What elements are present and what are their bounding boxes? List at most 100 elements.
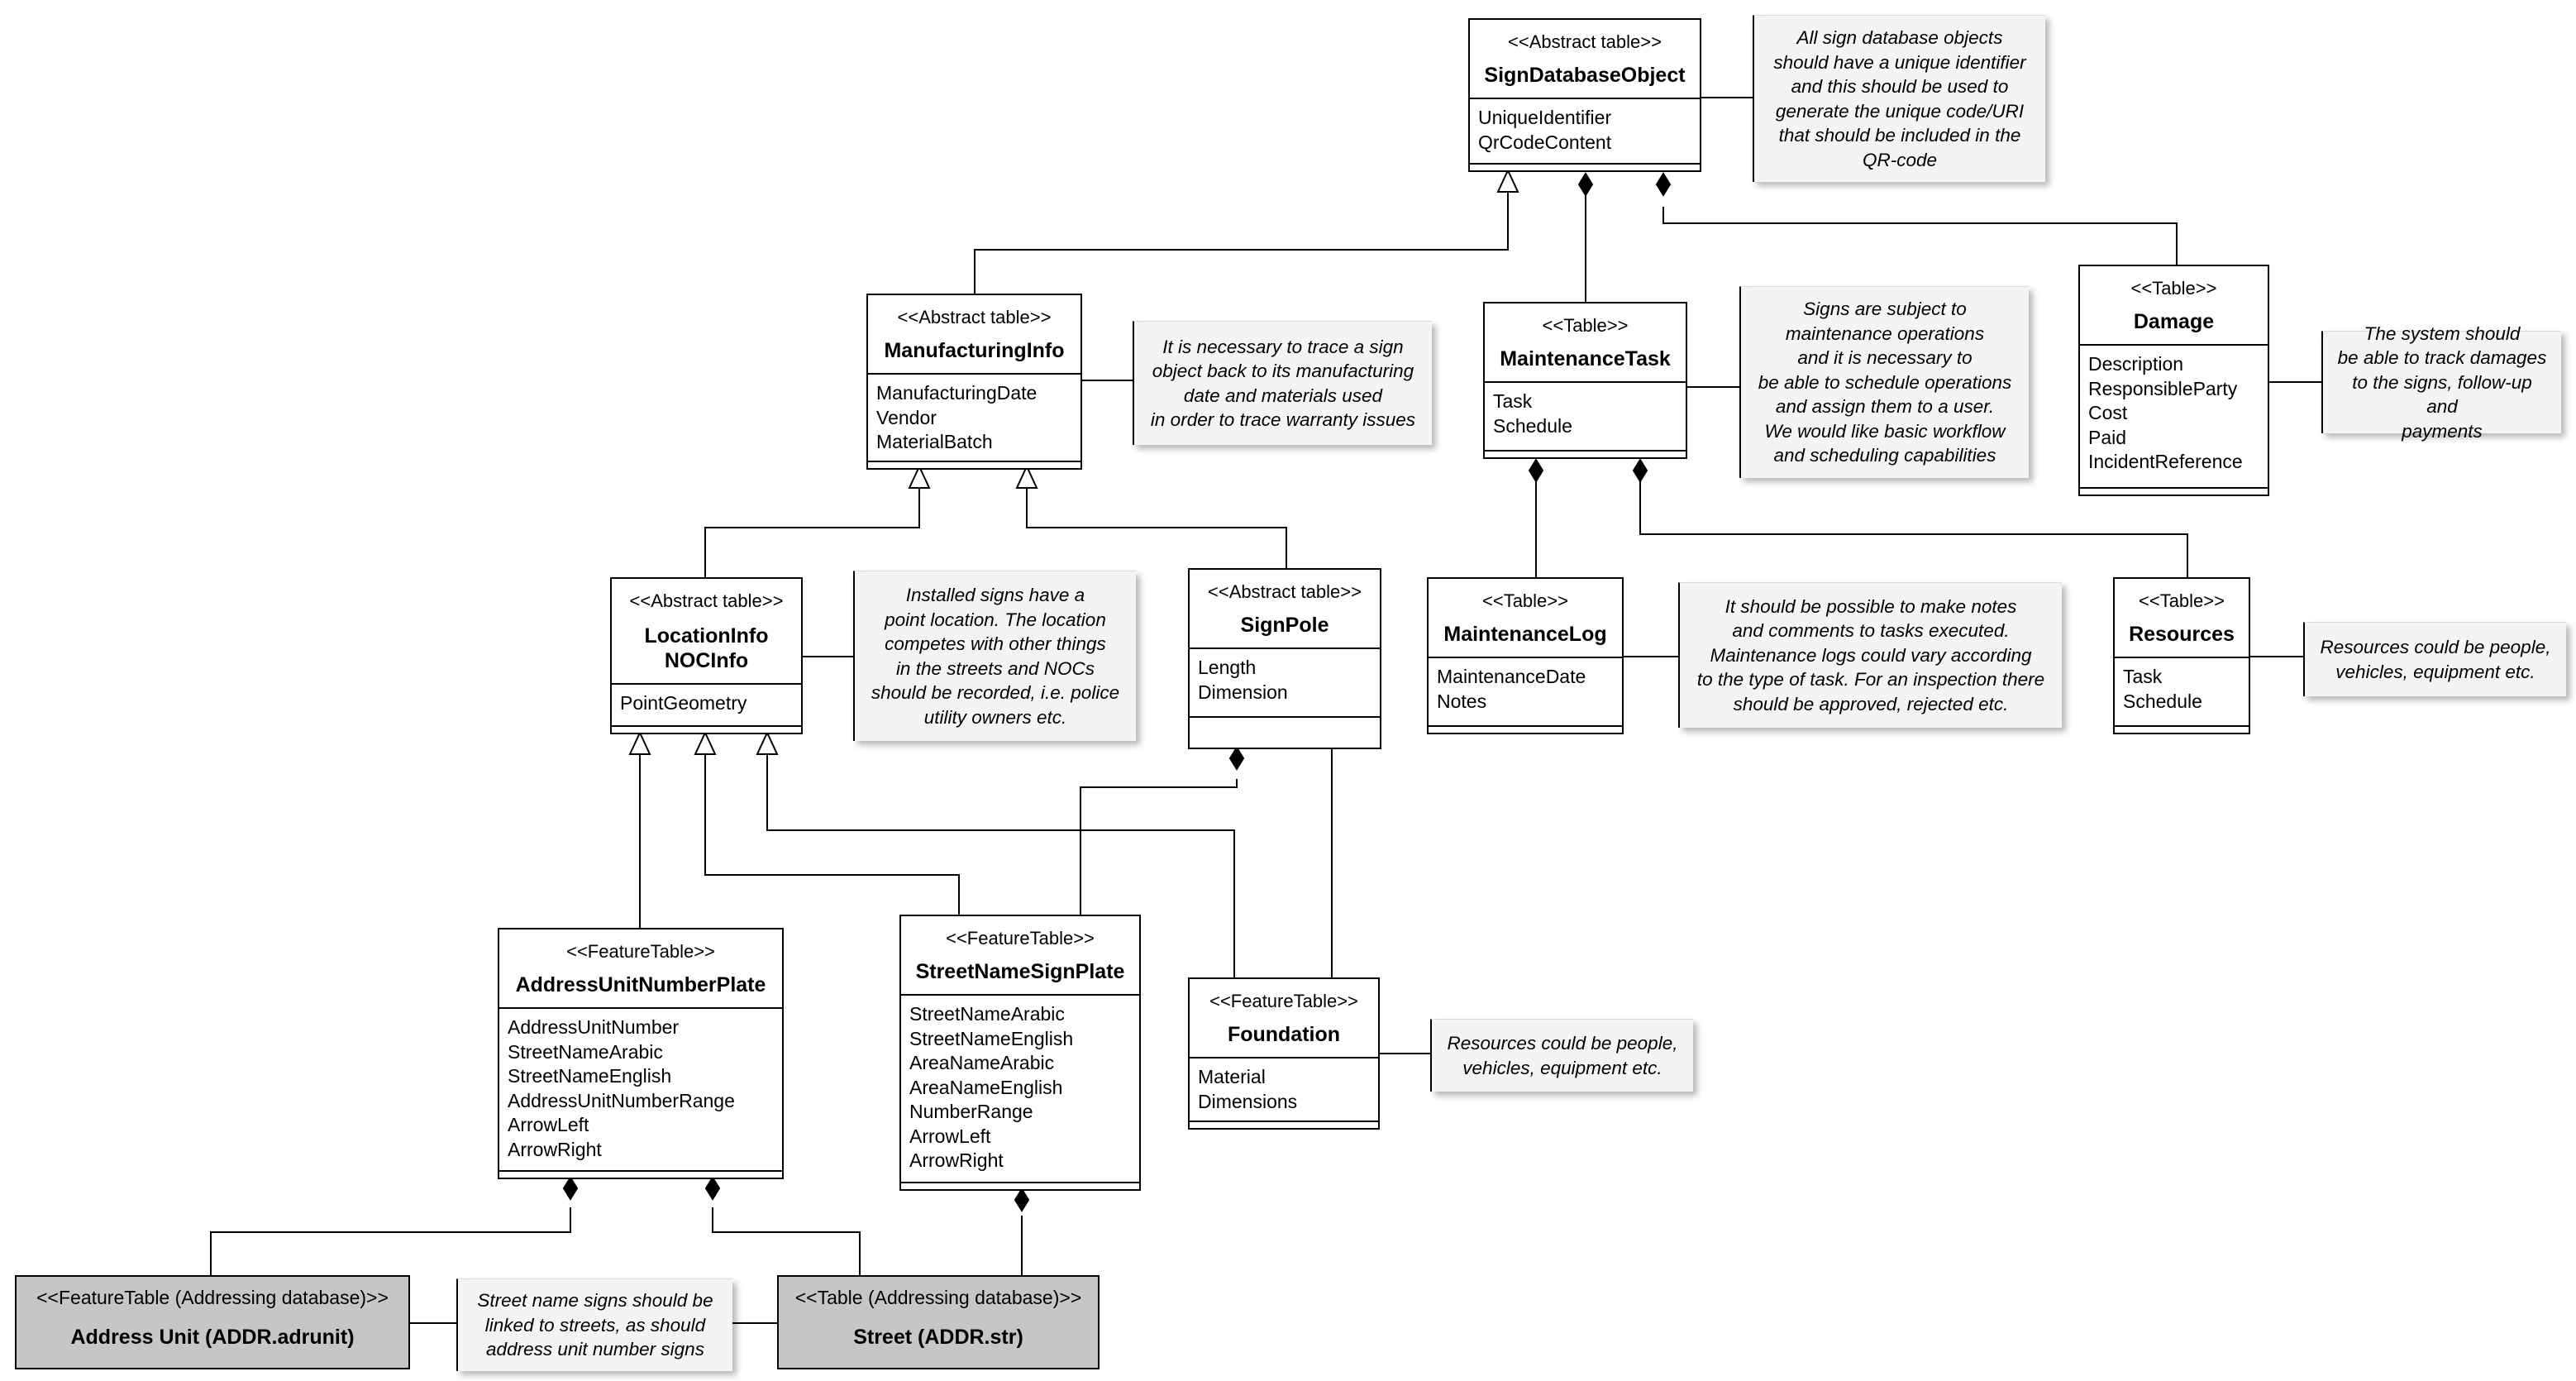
note-line: utility owners etc. [923,706,1067,728]
generalization-arrowhead [1015,464,1038,489]
attribute: IncidentReference [2088,451,2243,472]
class-maintenance-task[interactable]: <<Table>> MaintenanceTask Task Schedule [1483,302,1687,459]
note-sign-database-object: All sign database objects should have a … [1753,15,2045,182]
composition-diamond [1228,746,1245,771]
note-line: payments [2402,420,2483,442]
operations-compartment [1470,163,1700,170]
attribute-list: AddressUnitNumber StreetNameArabic Stree… [499,1009,782,1170]
class-name: Street (ADDR.str) [853,1326,1023,1349]
class-name: ManufacturingInfo [884,339,1065,362]
attribute: PointGeometry [620,692,747,714]
note-line: and comments to tasks executed. [1732,620,2010,642]
stereotype-label: <<Table>> [2139,590,2225,611]
attribute: StreetNameArabic [508,1040,663,1063]
note-line: Installed signs have a [905,585,1085,605]
attribute: ManufacturingDate [876,382,1038,404]
attribute: Description [2088,353,2184,375]
note-line: object back to its manufacturing [1152,361,1414,381]
class-header: <<Table (Addressing database)>> Street (… [779,1277,1098,1359]
generalization-arrowhead [908,464,931,489]
class-header: <<Abstract table>> SignDatabaseObject [1470,20,1700,99]
attribute: StreetNameEnglish [508,1065,672,1087]
note-line: should have a unique identifier [1773,51,2026,73]
note-line: Maintenance logs could vary according [1710,644,2032,666]
operations-compartment [612,725,801,733]
note-line: Street name signs should be [477,1290,713,1312]
class-name: MaintenanceTask [1500,347,1671,370]
class-address-unit-number-plate[interactable]: <<FeatureTable>> AddressUnitNumberPlate … [498,928,784,1179]
class-name: SignPole [1240,614,1329,637]
attribute: ArrowLeft [508,1114,589,1135]
class-manufacturing-info[interactable]: <<Abstract table>> ManufacturingInfo Man… [866,294,1082,470]
class-header: <<Table>> Damage [2080,266,2268,346]
note-line: and it is necessary to [1797,347,1973,369]
class-name: MaintenanceLog [1443,623,1607,646]
class-name: Foundation [1227,1023,1341,1046]
operations-compartment [2115,725,2249,733]
note-line: QR-code [1862,149,1938,170]
class-header: <<Table>> Resources [2115,579,2249,658]
composition-diamond [1014,1187,1030,1212]
class-street-name-sign-plate[interactable]: <<FeatureTable>> StreetNameSignPlate Str… [899,915,1141,1191]
attribute: AreaNameEnglish [909,1076,1063,1098]
operations-compartment [499,1170,782,1178]
note-maintenance-task: Signs are subject to maintenance operati… [1739,286,2029,478]
attribute-list: Task Schedule [1485,383,1686,447]
class-sign-pole[interactable]: <<Abstract table>> SignPole Length Dimen… [1188,568,1381,749]
note-line: vehicles, equipment etc. [2335,661,2535,682]
note-damage: The system should be able to track damag… [2321,323,2561,442]
attribute: Paid [2088,426,2127,448]
generalization-arrowhead [628,730,651,755]
composition-maintenancetask-resources [1639,481,2188,579]
composition-diamond [1632,458,1648,483]
class-maintenance-log[interactable]: <<Table>> MaintenanceLog MaintenanceDate… [1427,577,1624,734]
class-name: Damage [2133,310,2215,333]
note-line: All sign database objects [1796,27,2003,48]
class-sign-database-object[interactable]: <<Abstract table>> SignDatabaseObject Un… [1468,18,1701,172]
class-name: Resources [2129,623,2235,646]
class-resources[interactable]: <<Table>> Resources Task Schedule [2113,577,2250,734]
attribute: Schedule [1493,414,1572,437]
note-line: to the type of task. For an inspection t… [1696,669,2045,690]
composition-diamond [1528,458,1544,483]
class-damage[interactable]: <<Table>> Damage Description Responsible… [2078,265,2269,496]
attribute-list: ManufacturingDate Vendor MaterialBatch [868,375,1080,463]
generalization-arrowhead [1496,168,1519,193]
generalization-arrowhead [694,730,717,755]
class-location-info[interactable]: <<Abstract table>> LocationInfo NOCInfo … [610,577,803,734]
note-line: that should be included in the [1778,125,2021,146]
attribute: Schedule [2123,690,2202,712]
operations-compartment [868,461,1080,468]
stereotype-label: <<Abstract table>> [897,307,1052,327]
operations-compartment [1190,716,1380,748]
class-foundation[interactable]: <<FeatureTable>> Foundation Material Dim… [1188,977,1380,1130]
stereotype-label: <<Abstract table>> [629,590,784,611]
note-line: Resources could be people, [1447,1033,1678,1054]
note-maintenance-log: It should be possible to make notes and … [1678,582,2062,728]
attribute-list: Length Dimension [1190,649,1380,713]
generalization-streetnamesignplate-locationinfo [704,754,960,916]
attribute: MaterialBatch [876,431,993,452]
stereotype-label: <<Abstract table>> [1508,31,1662,52]
note-line: linked to streets, as should [484,1314,706,1336]
class-address-unit-external[interactable]: <<FeatureTable (Addressing database)>> A… [15,1275,410,1369]
operations-compartment [1485,450,1686,457]
stereotype-label: <<Table>> [1542,315,1629,336]
attribute: ArrowRight [508,1138,602,1160]
note-line: We would like basic workflow [1764,420,2006,442]
attribute: NumberRange [909,1101,1033,1122]
note-line: It should be possible to make notes [1724,595,2017,617]
attribute: ArrowRight [909,1149,1004,1171]
class-name: SignDatabaseObject [1484,64,1686,87]
class-name: Address Unit (ADDR.adrunit) [70,1326,355,1349]
stereotype-label: <<Abstract table>> [1208,581,1362,602]
composition-diamond [1577,172,1594,197]
attribute: Notes [1437,690,1487,712]
attribute: Material [1198,1066,1266,1087]
attribute: ArrowLeft [909,1125,991,1147]
attribute: AreaNameArabic [909,1052,1055,1073]
attribute: Cost [2088,402,2128,423]
attribute: AddressUnitNumberRange [508,1089,735,1111]
note-street-link: Street name signs should be linked to st… [456,1278,732,1371]
class-street-external[interactable]: <<Table (Addressing database)>> Street (… [777,1275,1100,1369]
